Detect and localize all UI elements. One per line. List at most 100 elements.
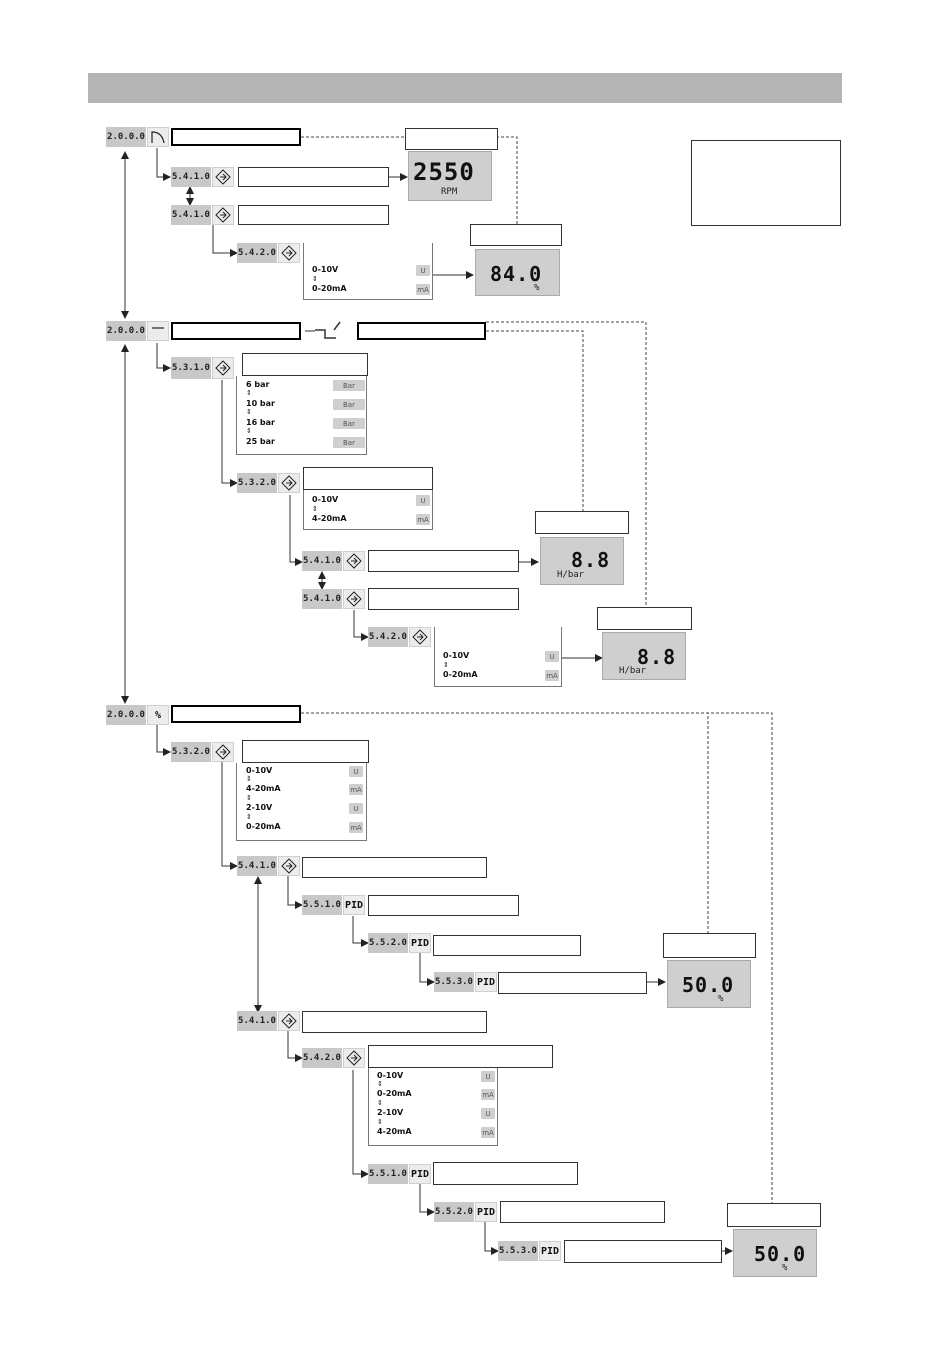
option-4-20ma: 4-20mA bbox=[377, 1127, 412, 1136]
option-10bar: 10 bar bbox=[246, 399, 275, 408]
arrow-icon: ⇕ bbox=[246, 775, 252, 783]
constant-icon bbox=[147, 321, 169, 341]
lcd-head-1-value: 8.8 bbox=[571, 548, 611, 572]
lcd-rpm-unit: RPM bbox=[441, 187, 458, 197]
code-5310: 5.3.1.0 bbox=[171, 357, 211, 379]
display-title-2 bbox=[470, 224, 562, 246]
display-title-3 bbox=[535, 511, 629, 534]
lcd-pid-2-unit: % bbox=[782, 1263, 788, 1273]
section-header-bar bbox=[88, 73, 842, 103]
option-0-10v: 0-10V bbox=[312, 265, 339, 274]
code-5420-b: 5.4.2.0 bbox=[368, 627, 408, 647]
unit-ma: mA bbox=[481, 1089, 495, 1100]
arrow-icon: ⇕ bbox=[246, 813, 252, 821]
unit-ma: mA bbox=[481, 1127, 495, 1138]
sensor-signal-panel: 0-10V ⇕ 4-20mA U mA bbox=[303, 490, 433, 530]
code-5520-a: 5.5.2.0 bbox=[368, 933, 408, 953]
unit-bar: Bar bbox=[333, 437, 365, 448]
unit-volt: U bbox=[545, 651, 559, 662]
arrow-icon: ⇕ bbox=[443, 661, 449, 669]
lcd-head-1: 8.8 H/bar bbox=[540, 537, 624, 585]
lcd-percent: 84.0 % bbox=[475, 249, 560, 296]
mode-box-1 bbox=[171, 128, 301, 146]
mode-box-2a bbox=[171, 322, 301, 340]
code-5420-c: 5.4.2.0 bbox=[302, 1048, 342, 1068]
setting-icon bbox=[278, 1011, 300, 1031]
pid-icon: PID bbox=[409, 933, 431, 953]
pid-box-2a bbox=[433, 1162, 578, 1185]
arrow-icon: ⇕ bbox=[312, 505, 318, 513]
param-box-3b bbox=[302, 1011, 487, 1033]
lcd-head-2-unit: H/bar bbox=[619, 666, 647, 676]
arrow-icon: ⇕ bbox=[377, 1118, 383, 1126]
option-25bar: 25 bar bbox=[246, 437, 275, 446]
option-2-10v: 2-10V bbox=[246, 803, 273, 812]
lcd-pid-1-unit: % bbox=[718, 994, 724, 1004]
arrow-icon: ⇕ bbox=[246, 427, 252, 435]
pid-icon: PID bbox=[409, 1164, 431, 1184]
unit-volt: U bbox=[416, 265, 430, 276]
pid-box-2c bbox=[564, 1240, 722, 1263]
output-signal-title bbox=[368, 1045, 553, 1068]
setting-icon bbox=[409, 627, 431, 647]
arrow-icon: ⇕ bbox=[377, 1099, 383, 1107]
lcd-percent-value: 84.0 bbox=[490, 262, 543, 286]
param-box-1a bbox=[238, 167, 389, 187]
code-5530-b: 5.5.3.0 bbox=[498, 1241, 538, 1261]
lcd-pid-1: 50.0 % bbox=[667, 960, 751, 1008]
option-0-20ma: 0-20mA bbox=[246, 822, 281, 831]
pid-box-1b bbox=[433, 935, 581, 956]
param-box-1b bbox=[238, 205, 389, 225]
display-title-4 bbox=[597, 607, 692, 630]
input-signal-title bbox=[242, 740, 369, 763]
setting-icon bbox=[343, 1048, 365, 1068]
unit-volt: U bbox=[481, 1071, 495, 1082]
unit-ma: mA bbox=[349, 784, 363, 795]
curve-icon bbox=[147, 127, 169, 147]
arrow-icon: ⇕ bbox=[246, 794, 252, 802]
code-5320-b: 5.3.2.0 bbox=[171, 742, 211, 762]
code-2000-a: 2.0.0.0 bbox=[106, 127, 146, 147]
code-5410-e: 5.4.1.0 bbox=[237, 856, 277, 876]
sensor-signal-title bbox=[303, 467, 433, 490]
lcd-head-2: 8.8 H/bar bbox=[602, 632, 686, 680]
option-0-10v: 0-10V bbox=[377, 1071, 404, 1080]
unit-bar: Bar bbox=[333, 380, 365, 391]
code-5410-a: 5.4.1.0 bbox=[171, 167, 211, 187]
unit-volt: U bbox=[481, 1108, 495, 1119]
code-5510-b: 5.5.1.0 bbox=[368, 1164, 408, 1184]
arrow-icon: ⇕ bbox=[246, 408, 252, 416]
sensor-range-title bbox=[242, 353, 368, 376]
unit-bar: Bar bbox=[333, 399, 365, 410]
code-5520-b: 5.5.2.0 bbox=[434, 1202, 474, 1222]
code-5410-d: 5.4.1.0 bbox=[302, 589, 342, 609]
mode-box-2b bbox=[357, 322, 486, 340]
input-signal-panel: 0-10V ⇕ 4-20mA ⇕ 2-10V ⇕ 0-20mA U mA U m… bbox=[236, 763, 367, 841]
setting-icon bbox=[212, 205, 234, 225]
setting-icon bbox=[343, 551, 365, 571]
unit-ma: mA bbox=[545, 670, 559, 681]
option-16bar: 16 bar bbox=[246, 418, 275, 427]
lcd-head-1-unit: H/bar bbox=[557, 570, 585, 580]
option-2-10v: 2-10V bbox=[377, 1108, 404, 1117]
pid-icon: PID bbox=[539, 1241, 561, 1261]
param-box-3a bbox=[302, 857, 487, 878]
unit-bar: Bar bbox=[333, 418, 365, 429]
code-5530-a: 5.5.3.0 bbox=[434, 972, 474, 992]
pid-box-1a bbox=[368, 895, 519, 916]
option-0-20ma: 0-20mA bbox=[312, 284, 347, 293]
display-title-1 bbox=[405, 128, 498, 150]
percent-icon: % bbox=[147, 705, 169, 725]
code-5420-a: 5.4.2.0 bbox=[237, 243, 277, 263]
display-title-6 bbox=[727, 1203, 821, 1227]
code-5410-c: 5.4.1.0 bbox=[302, 551, 342, 571]
lcd-pid-2: 50.0 % bbox=[733, 1229, 817, 1277]
lcd-pid-2-value: 50.0 bbox=[754, 1242, 807, 1266]
arrow-icon: ⇕ bbox=[312, 275, 318, 283]
pid-icon: PID bbox=[475, 1202, 497, 1222]
option-0-10v: 0-10V bbox=[443, 651, 470, 660]
option-0-20ma: 0-20mA bbox=[443, 670, 478, 679]
setting-icon bbox=[212, 357, 234, 379]
param-box-2b bbox=[368, 588, 519, 610]
